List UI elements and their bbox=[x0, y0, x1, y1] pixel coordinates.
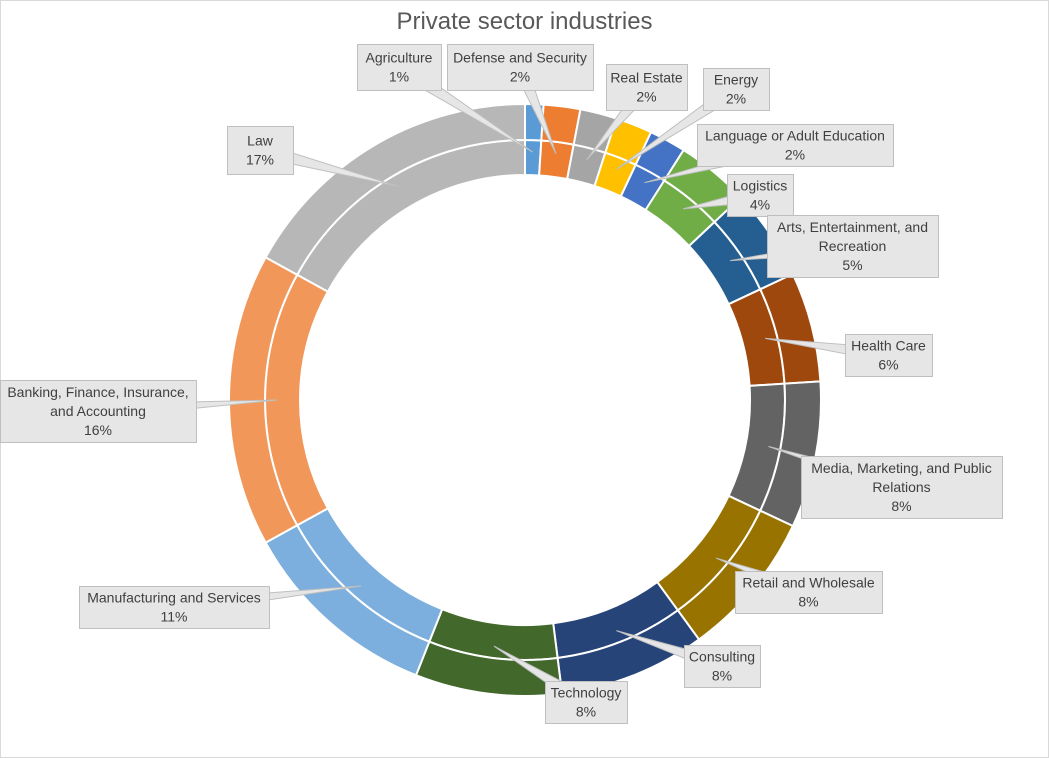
data-label-value: 11% bbox=[161, 609, 188, 625]
data-label-category: Law bbox=[247, 133, 274, 149]
callout-consulting: Consulting 8% bbox=[616, 630, 761, 688]
callout-box bbox=[767, 215, 939, 278]
callout-manufacturing-and-services: Manufacturing and Services 11% bbox=[79, 585, 362, 629]
callout-box bbox=[845, 334, 933, 377]
chart-title: Private sector industries bbox=[396, 8, 653, 35]
data-label-category: Health Care bbox=[851, 338, 926, 354]
callout-health-care: Health Care 6% bbox=[765, 334, 933, 377]
callout-box bbox=[684, 645, 761, 688]
data-label-category: Consulting bbox=[689, 649, 755, 665]
data-label-value: 8% bbox=[712, 668, 732, 684]
data-label-category: Energy bbox=[714, 72, 758, 88]
callout-box bbox=[447, 44, 594, 91]
data-label-category: Retail and Wholesale bbox=[742, 575, 875, 591]
data-label-value: 1% bbox=[389, 69, 409, 85]
data-label-value: 4% bbox=[750, 197, 770, 213]
data-label-value: 2% bbox=[636, 89, 656, 105]
callout-real-estate: Real Estate 2% bbox=[586, 64, 688, 161]
data-label-category: Recreation bbox=[819, 238, 887, 254]
data-label-category: Agriculture bbox=[366, 50, 433, 66]
callout-agriculture: Agriculture 1% bbox=[357, 44, 534, 153]
callout-box bbox=[697, 124, 894, 167]
data-label-value: 16% bbox=[84, 422, 112, 438]
data-label-category: and Accounting bbox=[50, 403, 146, 419]
callout-box bbox=[703, 68, 770, 111]
callout-box bbox=[727, 174, 794, 217]
data-label-value: 2% bbox=[726, 91, 746, 107]
slice-law-outer bbox=[264, 102, 526, 277]
callout-box bbox=[357, 44, 442, 91]
callout-defense-and-security: Defense and Security 2% bbox=[447, 44, 594, 155]
callout-retail-and-wholesale: Retail and Wholesale 8% bbox=[715, 557, 883, 614]
data-label-category: Manufacturing and Services bbox=[87, 590, 261, 606]
data-label-category: Defense and Security bbox=[453, 50, 587, 66]
data-label-value: 8% bbox=[891, 498, 911, 514]
data-label-value: 17% bbox=[246, 152, 274, 168]
callout-technology: Technology 8% bbox=[493, 645, 628, 724]
callout-box bbox=[79, 586, 270, 629]
callout-box bbox=[0, 380, 197, 443]
data-label-category: Media, Marketing, and Public bbox=[811, 460, 992, 476]
data-label-value: 8% bbox=[576, 704, 596, 720]
callout-energy: Energy 2% bbox=[615, 68, 770, 170]
callout-box bbox=[606, 64, 688, 111]
data-label-category: Language or Adult Education bbox=[705, 128, 885, 144]
callout-law: Law 17% bbox=[227, 126, 399, 188]
data-label-category: Relations bbox=[872, 479, 930, 495]
data-label-value: 6% bbox=[878, 357, 898, 373]
data-label-value: 2% bbox=[785, 147, 805, 163]
callout-language-or-adult-education: Language or Adult Education 2% bbox=[644, 124, 894, 184]
data-label-category: Logistics bbox=[733, 178, 787, 194]
data-label-category: Arts, Entertainment, and bbox=[777, 219, 928, 235]
data-label-value: 5% bbox=[842, 257, 862, 273]
data-label-value: 2% bbox=[510, 69, 530, 85]
callout-banking-finance-insurance-and-accounting: Banking, Finance, Insurance, and Accounti… bbox=[0, 380, 278, 443]
callout-box bbox=[545, 681, 628, 724]
data-label-category: Banking, Finance, Insurance, bbox=[7, 384, 188, 400]
data-label-category: Technology bbox=[551, 685, 622, 701]
callout-box bbox=[227, 126, 294, 175]
callout-logistics: Logistics 4% bbox=[682, 174, 794, 217]
callout-box bbox=[801, 456, 1003, 519]
data-label-value: 8% bbox=[798, 594, 818, 610]
callout-box bbox=[735, 571, 883, 614]
data-label-category: Real Estate bbox=[610, 70, 683, 86]
